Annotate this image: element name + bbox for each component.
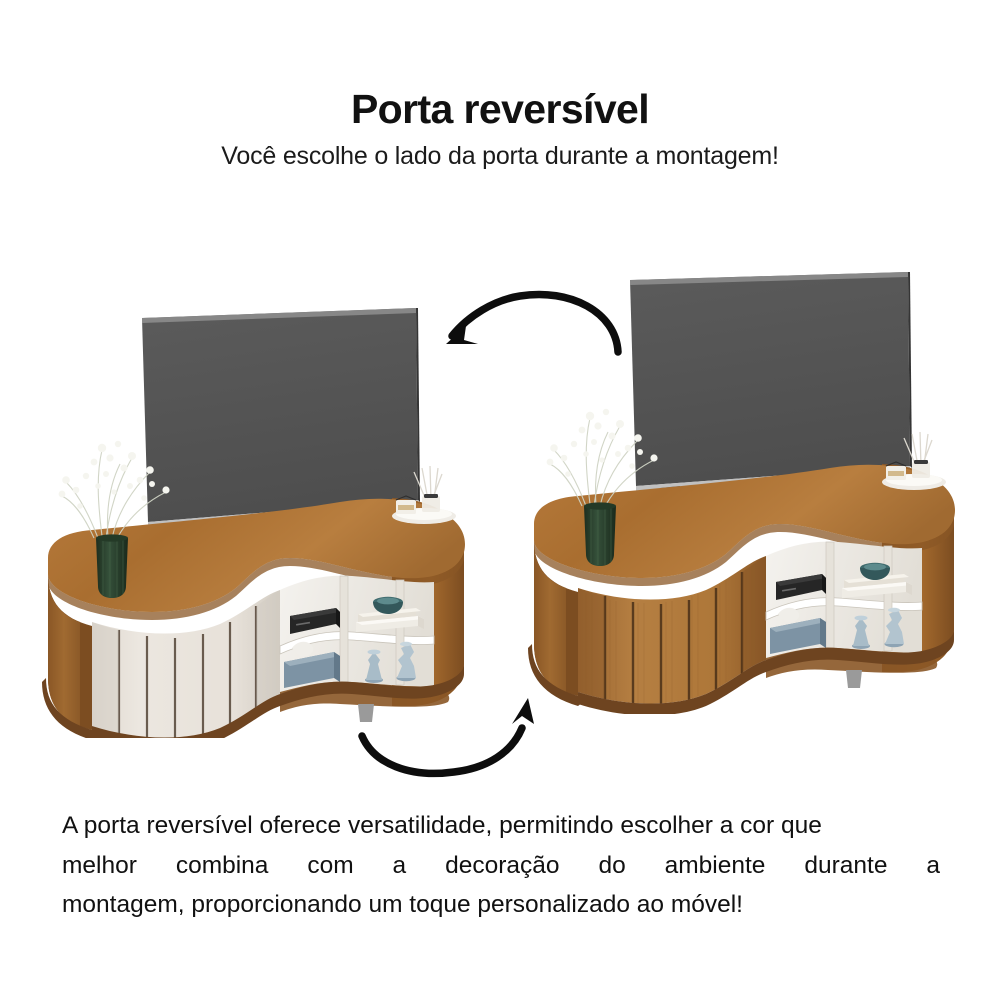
- white-sculpture-decor: [778, 607, 800, 623]
- diffuser-bottle: [912, 462, 930, 478]
- cabinet-base-band: [92, 664, 464, 750]
- cabinet-foot-center: [358, 704, 374, 722]
- door-slat-grooves: [117, 606, 258, 740]
- glass-vase: [96, 538, 128, 598]
- flower-stems: [61, 449, 167, 541]
- description-line-1: A porta reversível oferece versatilidade…: [62, 812, 822, 839]
- arrowhead: [512, 698, 534, 724]
- storage-box-decor: [284, 641, 340, 688]
- shelf-divider-1: [825, 541, 835, 649]
- reed-diffuser-decor-right: [882, 431, 946, 490]
- media-console-decor: [290, 608, 340, 634]
- page-subtitle: Você escolhe o lado da porta durante a m…: [221, 142, 779, 171]
- plant-vase-decor-left: [58, 440, 170, 598]
- flower-blooms: [546, 408, 658, 477]
- tray-candle-decor: [885, 461, 907, 480]
- tray-candle-decor: [395, 495, 417, 514]
- tv-stand-offwhite-door: [40, 286, 480, 750]
- cabinet-base-band: [578, 630, 954, 716]
- page-title: Porta reversível: [350, 86, 650, 132]
- tv-stand-right-svg: [528, 272, 955, 716]
- books-and-bowl-decor: [842, 562, 912, 598]
- shelf-divider-1: [339, 575, 349, 683]
- door-wood-grain: [585, 564, 753, 705]
- door-slat-grooves: [603, 572, 744, 706]
- header: Porta reversível Você escolhe o lado da …: [0, 86, 1000, 171]
- flower-blooms: [58, 440, 170, 509]
- reversible-door-wood[interactable]: [578, 556, 766, 706]
- shelf-compartments-right: [765, 541, 938, 678]
- description-line-2: melhor combina com a decoração do ambien…: [62, 851, 940, 879]
- door-slat-shading: [578, 556, 766, 700]
- cabinet-body-right: [528, 464, 955, 716]
- cabinet-foot-center: [846, 670, 862, 688]
- shelf-horizontal: [765, 597, 923, 621]
- shelf-compartments-left: [279, 575, 450, 712]
- door-slat-shading: [92, 590, 280, 734]
- arrowhead: [446, 326, 478, 344]
- candlesticks-decor: [852, 607, 904, 649]
- tv-stand-left-svg: [42, 308, 465, 750]
- storage-box-decor: [770, 607, 826, 654]
- cabinet-body-left: [42, 498, 465, 750]
- arrow-right-to-left: [446, 290, 622, 356]
- flower-stems: [549, 417, 655, 509]
- shelf-horizontal: [279, 631, 435, 655]
- books-and-bowl-decor: [356, 596, 424, 632]
- white-sculpture-decor: [292, 641, 314, 657]
- description-paragraph: A porta reversível oferece versatilidade…: [62, 806, 940, 925]
- vase-ribs: [102, 540, 124, 597]
- glass-vase: [584, 506, 616, 566]
- plant-vase-decor-right: [546, 408, 658, 566]
- tv-stand-wood-door: [520, 262, 972, 716]
- description-line-3: montagem, proporcionando um toque person…: [62, 891, 743, 919]
- arrow-left-to-right: [358, 698, 534, 778]
- vase-ribs: [590, 508, 612, 565]
- reed-diffuser-decor-left: [392, 465, 456, 524]
- diffuser-bottle: [422, 496, 440, 512]
- candlesticks-decor: [365, 641, 416, 683]
- media-console-decor: [776, 574, 826, 600]
- reversible-door-offwhite[interactable]: [92, 590, 280, 740]
